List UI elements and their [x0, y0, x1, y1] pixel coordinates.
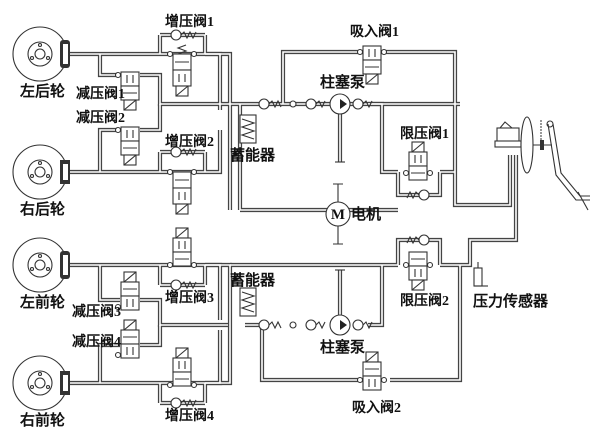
label-inlet-valve-2: 增压阀2	[165, 133, 214, 150]
label-limit-valve-1: 限压阀1	[400, 125, 449, 142]
plunger-pump-top	[329, 93, 351, 163]
inlet-check-1	[170, 29, 197, 41]
label-inlet-valve-3: 增压阀3	[165, 289, 214, 306]
motor-symbol: M	[331, 207, 345, 223]
outlet-valve-2	[114, 126, 140, 166]
label-suction-valve-1: 吸入阀1	[350, 23, 399, 40]
label-outlet-valve-4: 减压阀4	[72, 333, 121, 350]
suction-valve-1	[356, 45, 388, 85]
brake-pedal	[540, 120, 590, 211]
label-plunger-pump-bottom: 柱塞泵	[320, 338, 365, 356]
master-cylinder-booster	[494, 116, 552, 174]
check-valves-top	[258, 98, 373, 110]
accumulator-bottom	[239, 287, 257, 317]
inlet-valve-2	[166, 168, 198, 215]
label-accumulator-bottom: 蓄能器	[230, 271, 276, 289]
inlet-valve-1	[166, 44, 198, 97]
label-limit-valve-2: 限压阀2	[400, 292, 449, 309]
label-inlet-valve-1: 增压阀1	[165, 13, 214, 30]
outlet-valve-1	[114, 71, 140, 111]
limit-valve-2	[402, 234, 434, 291]
labels: 左后轮 右后轮 左前轮 右前轮 增压阀1 增压阀2 增压阀3 增压阀4 减压阀1…	[19, 13, 549, 429]
wheel-rear-left	[12, 26, 70, 82]
label-pressure-sensor: 压力传感器	[473, 292, 549, 310]
label-outlet-valve-1: 减压阀1	[76, 85, 125, 102]
check-valves-bottom	[258, 319, 373, 331]
label-front-right-wheel: 右前轮	[20, 411, 65, 429]
label-outlet-valve-3: 减压阀3	[72, 303, 121, 320]
wheel-front-left	[12, 237, 70, 293]
inlet-valve-4	[166, 347, 198, 389]
inlet-check-3	[170, 279, 197, 291]
suction-valve-2	[356, 351, 388, 391]
accumulator-top	[239, 114, 257, 144]
pressure-sensor	[473, 262, 488, 287]
label-outlet-valve-2: 减压阀2	[76, 109, 125, 126]
inlet-check-4	[170, 397, 197, 409]
label-inlet-valve-4: 增压阀4	[165, 407, 214, 424]
label-suction-valve-2: 吸入阀2	[352, 399, 401, 416]
motor: M	[325, 183, 351, 245]
outlet-valve-3	[114, 271, 140, 311]
outlet-valve-4	[114, 319, 140, 359]
inlet-valve-3	[166, 227, 198, 269]
label-accumulator-top: 蓄能器	[230, 146, 276, 164]
label-rear-left-wheel: 左后轮	[19, 82, 65, 100]
label-front-left-wheel: 左前轮	[19, 293, 65, 311]
limit-valve-1	[402, 141, 434, 201]
label-rear-right-wheel: 右后轮	[20, 200, 65, 218]
inlet-check-2	[170, 146, 197, 158]
label-plunger-pump-top: 柱塞泵	[320, 73, 365, 91]
label-motor: 电机	[351, 205, 381, 223]
plunger-pump-bottom	[329, 269, 351, 336]
wheel-front-right	[12, 355, 70, 411]
wheel-rear-right	[12, 144, 70, 200]
